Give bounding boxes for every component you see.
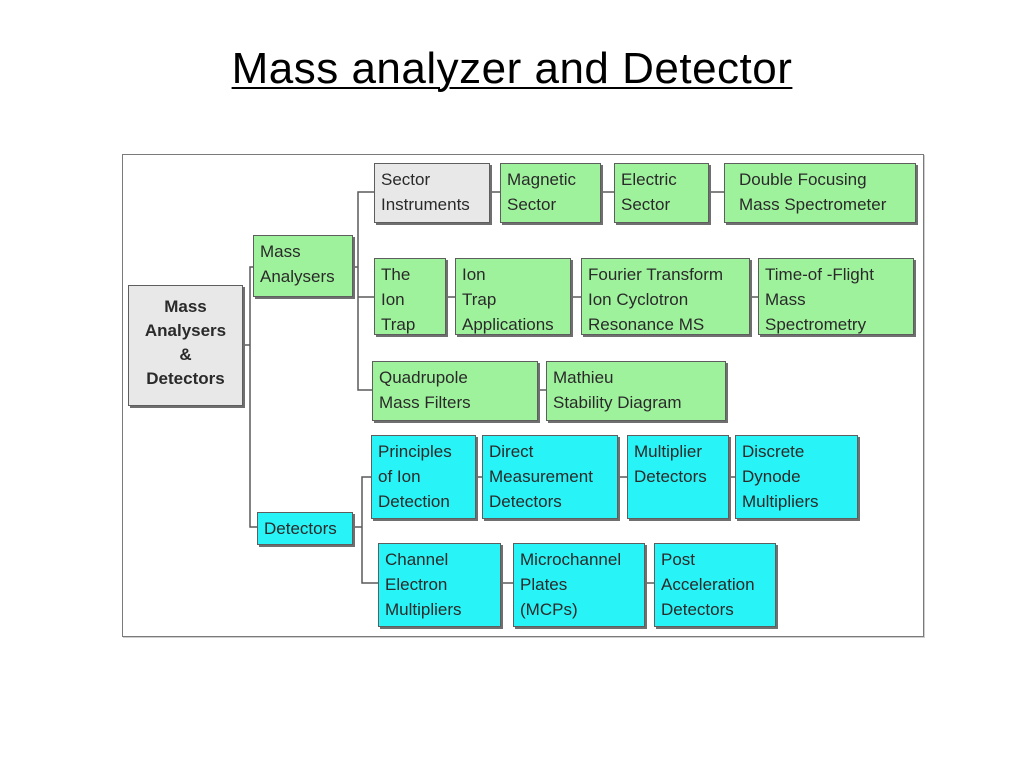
node-principles-ion-detection: Principles of Ion Detection (371, 435, 476, 519)
node-mathieu: Mathieu Stability Diagram (546, 361, 726, 421)
node-multiplier-detectors: Multiplier Detectors (627, 435, 729, 519)
connector-root-trunk (243, 266, 257, 528)
node-sector-instruments: Sector Instruments (374, 163, 490, 223)
node-root: Mass Analysers & Detectors (128, 285, 243, 406)
node-quadrupole: Quadrupole Mass Filters (372, 361, 538, 421)
node-ion-trap: The Ion Trap (374, 258, 446, 335)
node-ft-icr: Fourier Transform Ion Cyclotron Resonanc… (581, 258, 750, 335)
node-discrete-dynode: Discrete Dynode Multipliers (735, 435, 858, 519)
node-microchannel-plates: Microchannel Plates (MCPs) (513, 543, 645, 627)
node-post-acceleration: Post Acceleration Detectors (654, 543, 776, 627)
node-ion-trap-applications: Ion Trap Applications (455, 258, 571, 335)
page-title: Mass analyzer and Detector (231, 44, 793, 93)
node-electric-sector: Electric Sector (614, 163, 709, 223)
node-magnetic-sector: Magnetic Sector (500, 163, 601, 223)
node-double-focusing: Double Focusing Mass Spectrometer (724, 163, 916, 223)
connector-detectors-trunk (353, 476, 378, 584)
node-mass-analysers: Mass Analysers (253, 235, 353, 297)
node-detectors: Detectors (257, 512, 353, 545)
connector-analysers-trunk (353, 191, 374, 391)
node-channel-electron: Channel Electron Multipliers (378, 543, 501, 627)
node-direct-measurement: Direct Measurement Detectors (482, 435, 618, 519)
node-time-of-flight: Time-of -Flight Mass Spectrometry (758, 258, 914, 335)
